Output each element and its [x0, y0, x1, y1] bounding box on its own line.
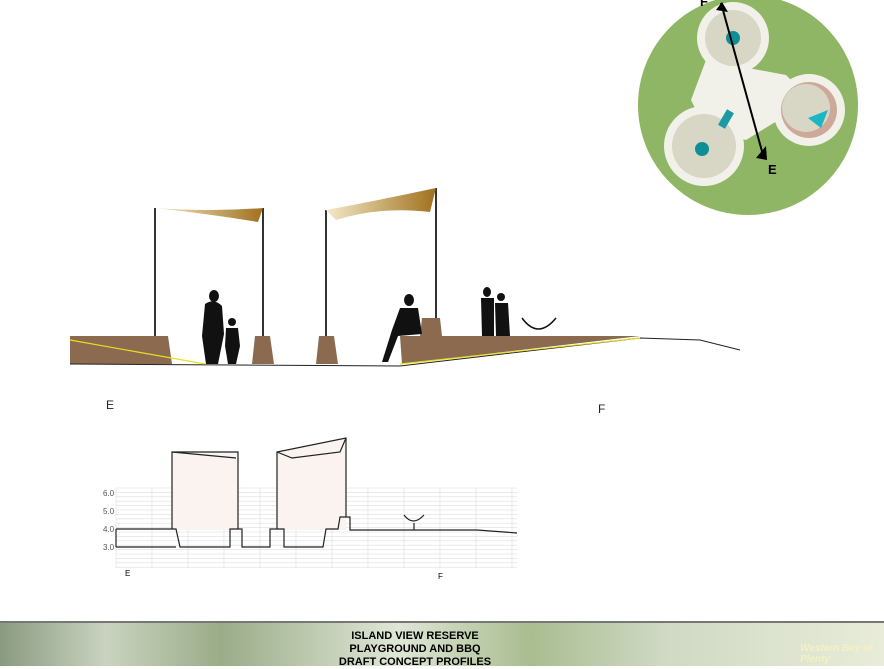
title-line-3: DRAFT CONCEPT PROFILES — [338, 656, 492, 668]
tick-4: 4.0 — [103, 525, 115, 534]
banner-title: ISLAND VIEW RESERVE PLAYGROUND AND BBQ D… — [330, 630, 500, 669]
plan-marker-e: E — [768, 162, 777, 177]
title-line-2: PLAYGROUND AND BBQ — [349, 643, 481, 655]
play-pod-right — [773, 74, 845, 146]
bbq-bowl — [521, 317, 557, 330]
timber-decks — [70, 318, 640, 364]
section-label-e: E — [106, 398, 115, 412]
section-profile-chart — [115, 437, 518, 568]
chart-label-f: F — [438, 572, 443, 581]
site-plan: F — [638, 0, 858, 215]
tick-6: 6.0 — [103, 489, 115, 498]
shade-sail-right — [325, 188, 437, 336]
play-pod-left — [664, 106, 744, 186]
shade-sail-left — [154, 208, 264, 336]
main-section — [69, 188, 741, 367]
marker-f: F — [700, 0, 708, 9]
chart-label-e: E — [125, 569, 131, 578]
tick-5: 5.0 — [103, 507, 115, 516]
council-logo: Western Bay of Plenty — [800, 643, 873, 665]
people-silhouettes — [202, 287, 510, 364]
section-line — [720, 2, 764, 156]
profile-lines — [115, 437, 518, 548]
play-pod-top — [697, 2, 769, 74]
tick-3: 3.0 — [103, 543, 115, 552]
title-line-1: ISLAND VIEW RESERVE — [351, 630, 479, 642]
title-banner: ISLAND VIEW RESERVE PLAYGROUND AND BBQ D… — [0, 621, 884, 669]
section-label-f: F — [598, 402, 606, 416]
